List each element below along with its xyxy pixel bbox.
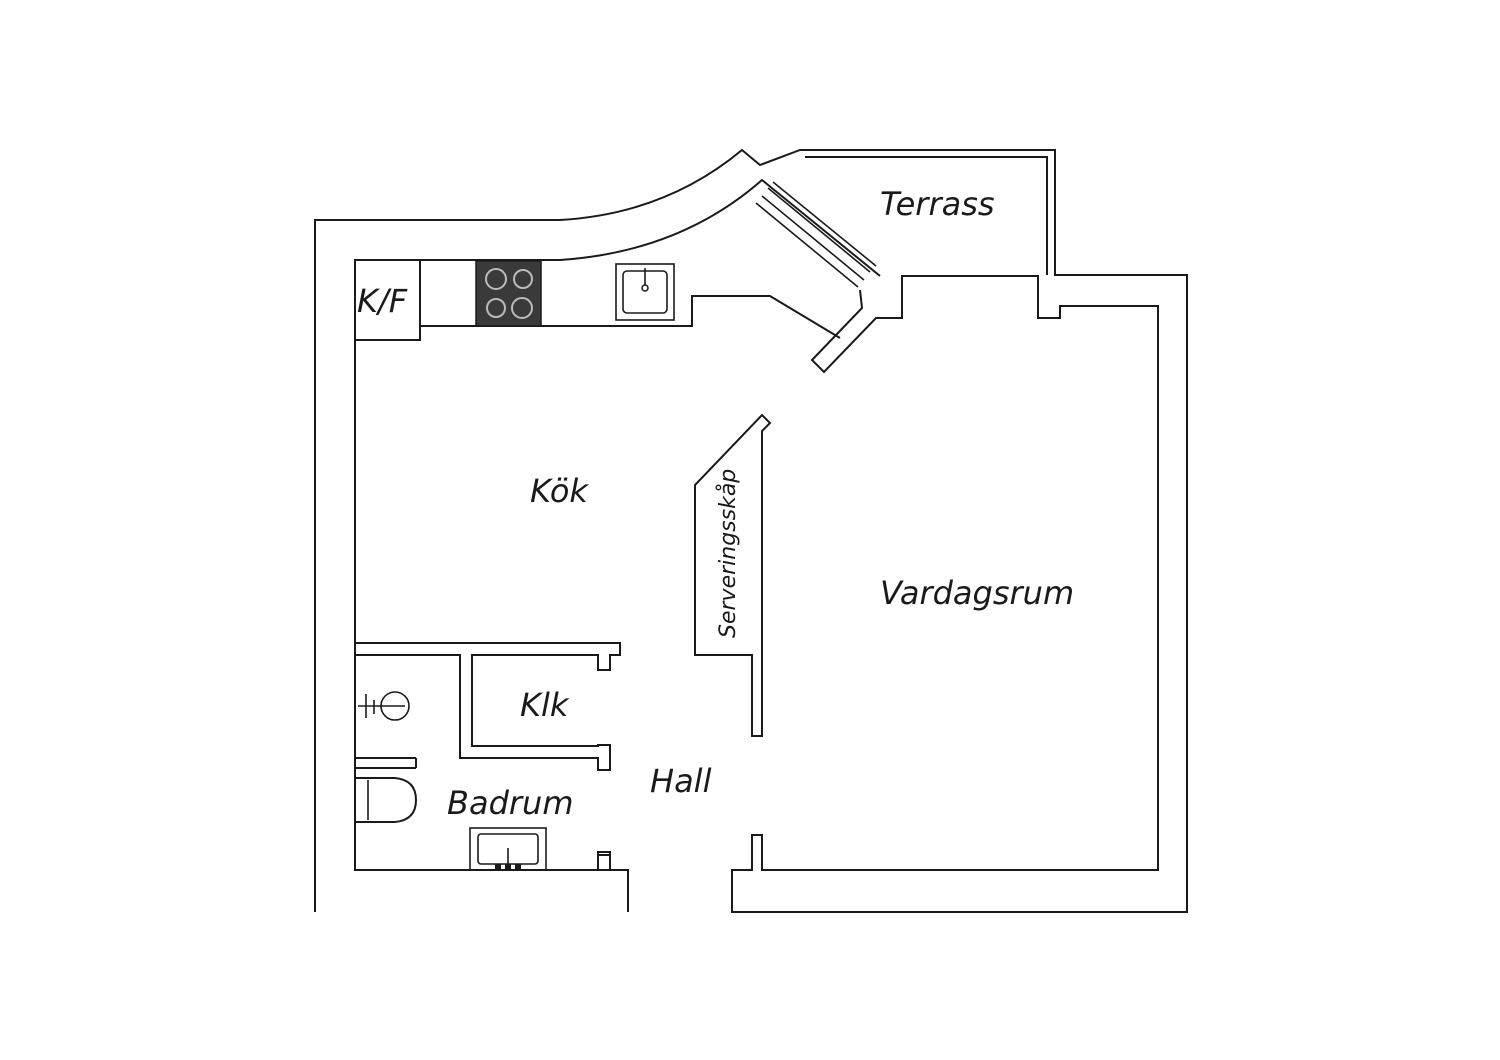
inner-north-wall bbox=[355, 178, 881, 277]
kitchen-divider-wall bbox=[355, 642, 621, 771]
washbasin-icon bbox=[469, 827, 547, 871]
kitchen-label: Kök bbox=[530, 472, 589, 510]
sink-icon bbox=[615, 263, 675, 321]
outer-wall bbox=[314, 148, 1188, 913]
fridge-freezer bbox=[354, 259, 421, 341]
serving-cabinet bbox=[694, 413, 772, 737]
balcony-door bbox=[755, 181, 877, 288]
terrace-label: Terrass bbox=[880, 185, 995, 223]
shower-icon bbox=[355, 691, 417, 769]
stove-icon bbox=[475, 260, 542, 327]
toilet-icon bbox=[355, 777, 418, 823]
terrace-outline bbox=[805, 156, 1048, 275]
bottom-left-wall bbox=[597, 854, 629, 912]
living-room-label: Vardagsrum bbox=[880, 574, 1074, 612]
hall-label: Hall bbox=[650, 762, 712, 800]
serving-cabinet-label: Serveringsskåp bbox=[715, 469, 741, 638]
closet-label: Klk bbox=[520, 686, 570, 724]
fridge-freezer-label: K/F bbox=[357, 282, 408, 320]
bathroom-label: Badrum bbox=[447, 784, 573, 822]
